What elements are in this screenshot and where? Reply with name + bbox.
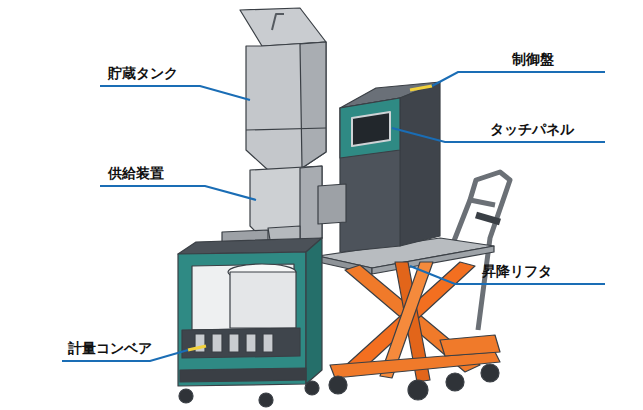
weighing-conveyor bbox=[178, 230, 322, 407]
part-label: 昇降リフタ bbox=[482, 262, 552, 280]
part-label: 制御盤 bbox=[512, 50, 554, 68]
part-label: タッチパネル bbox=[490, 120, 574, 138]
part-label: 貯蔵タンク bbox=[108, 64, 178, 82]
part-label: 供給装置 bbox=[108, 164, 164, 182]
part-label: 計量コンベア bbox=[68, 339, 152, 357]
leader-line bbox=[100, 186, 256, 200]
storage-tank bbox=[240, 8, 326, 170]
leader-lines bbox=[62, 72, 605, 361]
leader-line bbox=[432, 72, 605, 86]
leader-line bbox=[100, 86, 250, 100]
control-cabinet bbox=[340, 82, 440, 252]
scissor-lift bbox=[318, 238, 500, 400]
